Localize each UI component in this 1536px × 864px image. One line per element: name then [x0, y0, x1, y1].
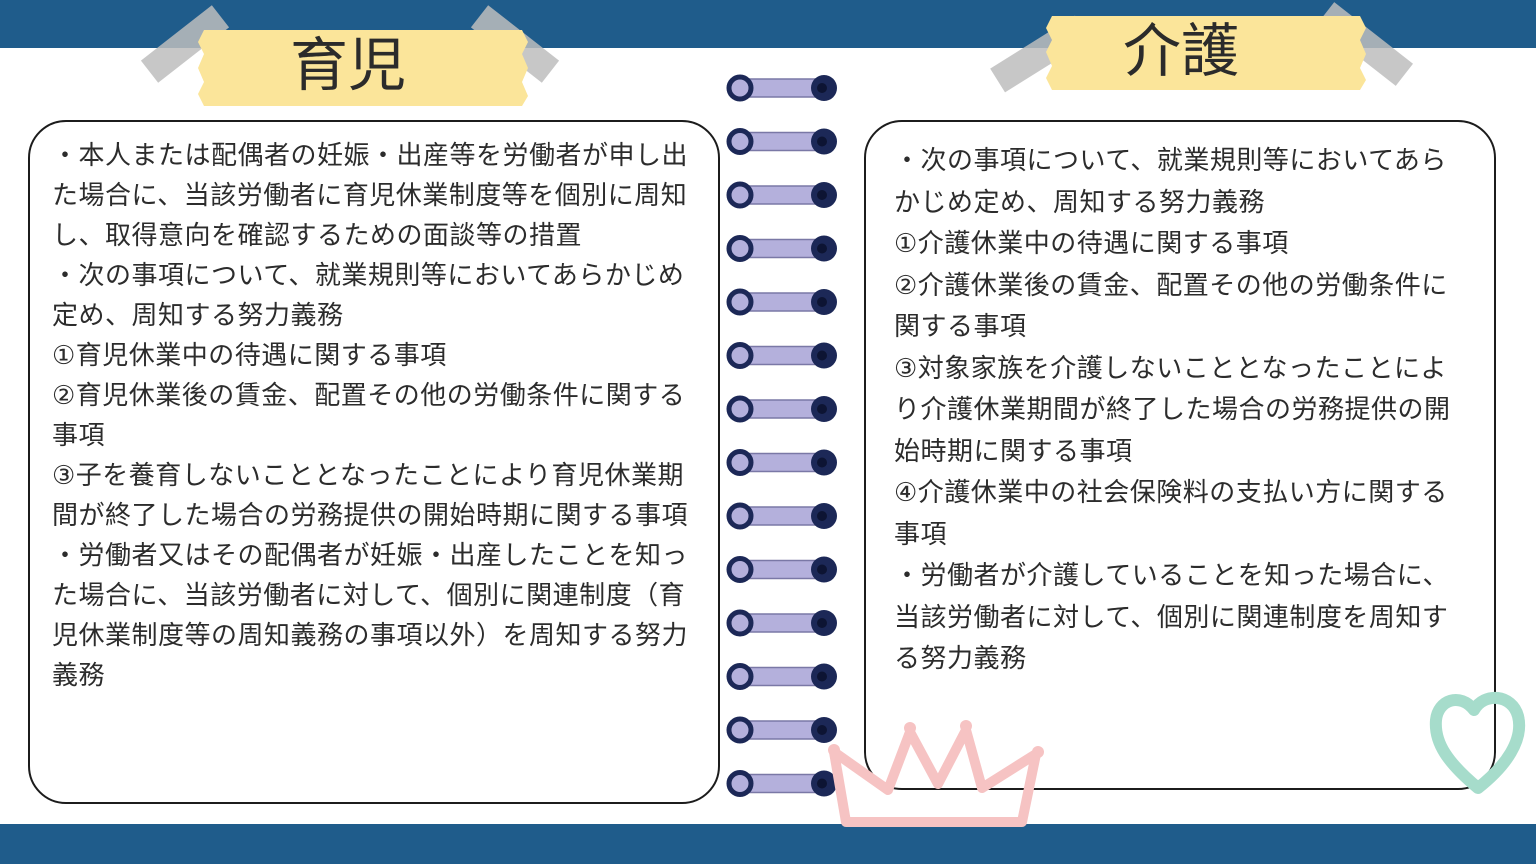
- spiral-binding-icon: [726, 74, 837, 797]
- spiral-ring: [726, 502, 837, 530]
- spiral-ring: [726, 74, 837, 102]
- spiral-ring: [726, 181, 837, 209]
- spiral-ring: [726, 288, 837, 316]
- spiral-ring: [726, 609, 837, 637]
- spiral-ring: [726, 342, 837, 369]
- right-title-label: [1046, 16, 1366, 90]
- spiral-ring: [726, 235, 837, 262]
- bottom-band: [0, 824, 1536, 864]
- heart-icon: [1429, 691, 1526, 794]
- right-title: 介護: [1122, 17, 1239, 85]
- spiral-ring: [726, 128, 837, 155]
- left-card-text: ・本人または配偶者の妊娠・出産等を労働者が申し出た場合に、当該労働者に育児休業制…: [52, 141, 689, 691]
- spiral-ring: [726, 716, 837, 744]
- left-title: 育児: [289, 31, 406, 99]
- right-card: [864, 120, 1496, 790]
- crown-icon: [828, 720, 1044, 827]
- spiral-ring: [726, 449, 837, 476]
- spiral-ring: [726, 770, 837, 797]
- spiral-ring: [726, 395, 837, 423]
- right-card-text: ・次の事項について、就業規則等においてあらかじめ定め、周知する努力義務 ①介護休…: [894, 146, 1451, 674]
- spiral-ring: [726, 556, 837, 583]
- left-card: [28, 120, 720, 804]
- left-title-label: [198, 30, 528, 106]
- spiral-ring: [726, 663, 837, 690]
